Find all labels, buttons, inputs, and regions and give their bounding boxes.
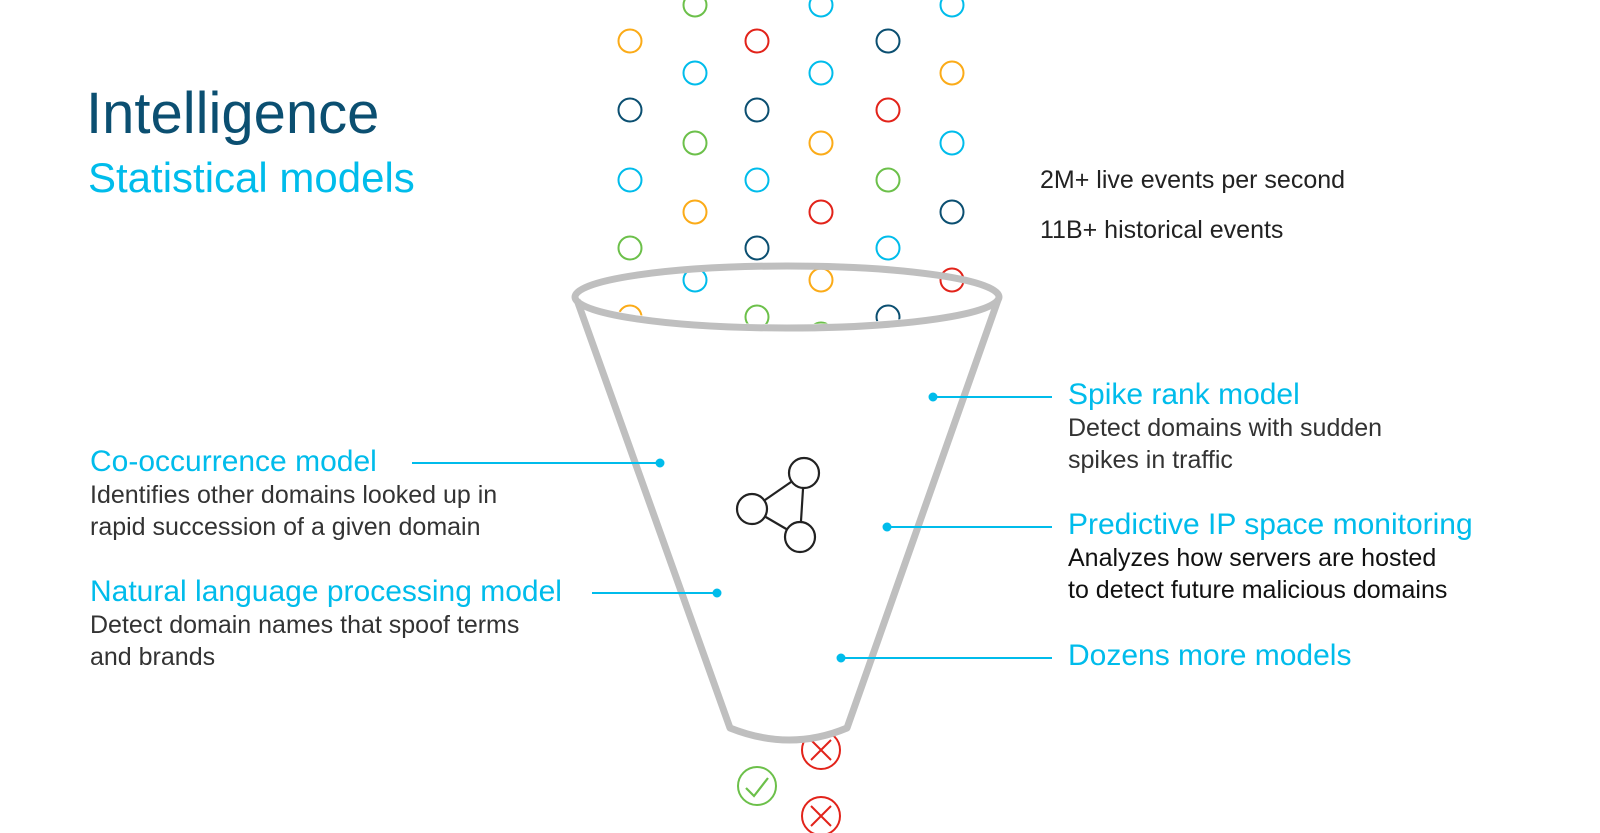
event-circle-cyan: [939, 0, 965, 18]
event-circle-green: [682, 0, 708, 18]
event-circle-cyan: [875, 235, 901, 261]
result-allowed-icon: [737, 766, 777, 806]
connectors: [412, 392, 1052, 663]
event-circle-cyan: [939, 130, 965, 156]
model-desc: to detect future malicious domains: [1068, 576, 1448, 604]
event-circle-navy: [744, 235, 770, 261]
model-name: Dozens more models: [1068, 639, 1352, 672]
event-circle-navy: [875, 28, 901, 54]
event-circle-navy: [617, 97, 643, 123]
model-desc: Detect domain names that spoof terms: [90, 611, 520, 639]
model-name: Predictive IP space monitoring: [1068, 508, 1473, 541]
model-desc: spikes in traffic: [1068, 446, 1233, 474]
event-circle-orange: [939, 60, 965, 86]
model-desc: Detect domains with sudden: [1068, 414, 1383, 442]
model-name: Co-occurrence model: [90, 445, 377, 478]
event-circle-cyan: [808, 60, 834, 86]
model-dozens-more: Dozens more models: [1068, 639, 1351, 673]
event-circle-red: [875, 97, 901, 123]
event-circle-orange: [617, 28, 643, 54]
event-circle-navy: [744, 97, 770, 123]
funnel-body-mask: [577, 297, 998, 738]
model-spike-rank: Spike rank model Detect domains with sud…: [1068, 378, 1382, 476]
model-predictive-ip: Predictive IP space monitoring Analyzes …: [1068, 508, 1473, 606]
model-desc: Identifies other domains looked up in: [90, 481, 498, 509]
event-circle-red: [808, 199, 834, 225]
model-co-occurrence: Co-occurrence model Identifies other dom…: [90, 445, 497, 543]
event-circle-cyan: [808, 0, 834, 18]
event-circle-green: [875, 167, 901, 193]
funnel: [571, 262, 1003, 744]
model-desc: and brands: [90, 643, 216, 671]
stat-historical-events: 11B+ historical events: [1040, 216, 1284, 244]
event-circle-orange: [808, 130, 834, 156]
event-circle-red: [744, 28, 770, 54]
event-circle-cyan: [617, 167, 643, 193]
event-circle-green: [682, 130, 708, 156]
model-name: Natural language processing model: [90, 575, 562, 608]
model-desc: rapid succession of a given domain: [90, 513, 481, 541]
page-subtitle: Statistical models: [88, 154, 415, 201]
result-blocked-icon: [801, 796, 841, 833]
stat-live-events: 2M+ live events per second: [1040, 166, 1346, 194]
event-circles: [617, 0, 965, 347]
page-title: Intelligence: [86, 81, 380, 146]
model-nlp: Natural language processing model Detect…: [90, 575, 562, 673]
event-circle-navy: [939, 199, 965, 225]
model-desc: Analyzes how servers are hosted: [1068, 544, 1437, 572]
event-circle-orange: [808, 267, 834, 293]
network-graph-icon: [735, 456, 821, 554]
event-circle-cyan: [682, 60, 708, 86]
event-circle-green: [617, 235, 643, 261]
model-name: Spike rank model: [1068, 378, 1300, 411]
event-circle-orange: [682, 199, 708, 225]
event-circle-cyan: [744, 167, 770, 193]
